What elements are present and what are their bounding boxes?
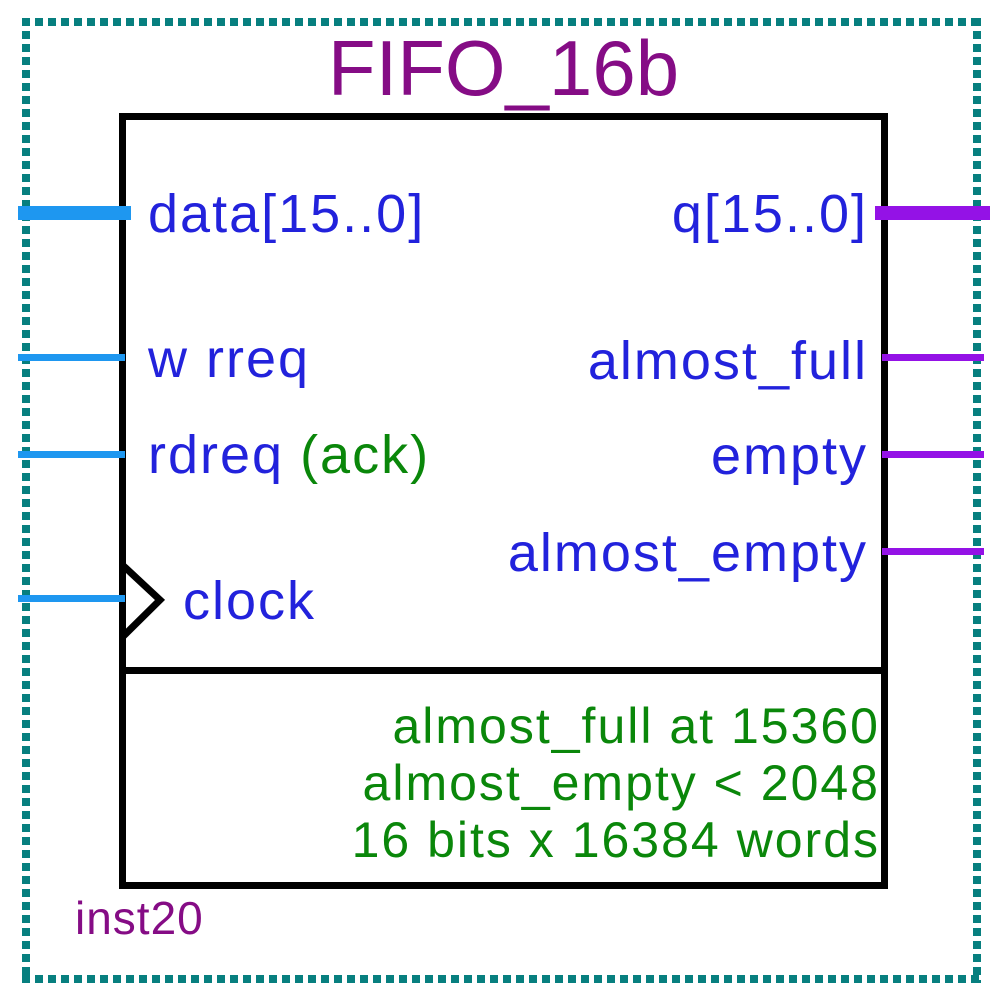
symbol-title: FIFO_16b — [327, 24, 680, 112]
port-label-data: data[15..0] — [148, 184, 426, 244]
port-row-rdreq: rdreq(ack) — [148, 428, 430, 482]
parameter-line-almost-full: almost_full at 15360 — [392, 698, 880, 754]
selection-outline-top — [22, 18, 981, 26]
parameter-block: almost_full at 15360 almost_empty < 2048… — [352, 698, 880, 869]
pin-wire-rdreq[interactable] — [18, 451, 125, 458]
port-annotation-ack: (ack) — [300, 425, 431, 485]
clock-edge-icon — [120, 562, 166, 640]
port-label-empty: empty — [710, 426, 868, 486]
pin-wire-empty[interactable] — [882, 451, 984, 458]
port-label-clock: clock — [183, 571, 317, 631]
pin-wire-almost-empty[interactable] — [882, 548, 984, 555]
parameter-line-almost-empty: almost_empty < 2048 — [362, 755, 880, 811]
symbol-body[interactable] — [119, 113, 888, 889]
pin-wire-data-bus[interactable] — [18, 206, 131, 220]
port-label-wrreq: w rreq — [148, 329, 311, 389]
port-label-almost-full: almost_full — [587, 331, 868, 391]
port-label-rdreq: rdreq — [148, 425, 285, 485]
port-label-almost-empty: almost_empty — [507, 523, 868, 583]
selection-outline-right — [973, 18, 981, 983]
pin-wire-clock[interactable] — [18, 595, 125, 602]
pin-wire-wrreq[interactable] — [18, 354, 125, 361]
parameter-line-size: 16 bits x 16384 words — [351, 812, 880, 868]
pin-wire-almost-full[interactable] — [882, 354, 984, 361]
instance-name[interactable]: inst20 — [75, 892, 204, 944]
pin-wire-q-bus[interactable] — [875, 206, 990, 220]
symbol-section-divider — [119, 667, 888, 674]
selection-outline-left — [22, 18, 30, 983]
port-label-q: q[15..0] — [671, 184, 868, 244]
selection-outline-bottom — [22, 975, 981, 983]
